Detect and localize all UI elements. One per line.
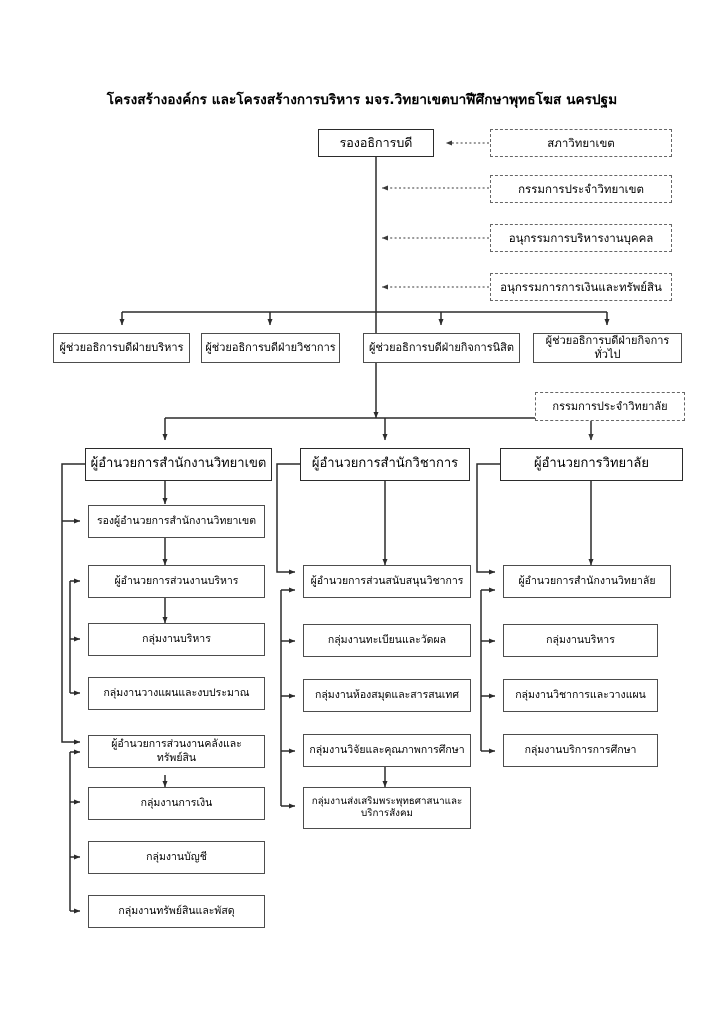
node-asst-vice-rector-student-affairs[interactable]: ผู้ช่วยอธิการบดีฝ่ายกิจการนิสิต xyxy=(363,333,520,363)
node-asst-vice-rector-general-affairs[interactable]: ผู้ช่วยอธิการบดีฝ่ายกิจการทั่วไป xyxy=(533,333,682,363)
node-director-treasury-property-division[interactable]: ผู้อำนวยการส่วนงานคลังและทรัพย์สิน xyxy=(88,735,265,768)
node-label-line-1: กลุ่มงานส่งเสริมพระพุทธศาสนาและ xyxy=(311,795,463,807)
node-label: กลุ่มงานบริหาร xyxy=(546,633,615,646)
node-group-college-admin[interactable]: กลุ่มงานบริหาร xyxy=(503,624,658,657)
node-label: กลุ่มงานบริหาร xyxy=(142,632,211,645)
node-label: กลุ่มงานวิจัยและคุณภาพการศึกษา xyxy=(309,743,465,756)
node-campus-committee[interactable]: กรรมการประจำวิทยาเขต xyxy=(490,175,672,203)
node-label: กลุ่มงานวางแผนและงบประมาณ xyxy=(103,686,250,699)
node-label: สภาวิทยาเขต xyxy=(547,135,615,150)
node-label: ผู้อำนวยการสำนักงานวิทยาเขต xyxy=(90,456,267,472)
node-label: กลุ่มงานทะเบียนและวัดผล xyxy=(327,633,447,646)
node-label-line-2: บริการสังคม xyxy=(361,808,413,819)
node-director-admin-division[interactable]: ผู้อำนวยการส่วนงานบริหาร xyxy=(88,565,265,598)
node-group-registration-assessment[interactable]: กลุ่มงานทะเบียนและวัดผล xyxy=(303,624,471,657)
node-group-accounting[interactable]: กลุ่มงานบัญชี xyxy=(88,841,265,874)
node-group-library-information[interactable]: กลุ่มงานห้องสมุดและสารสนเทศ xyxy=(303,679,471,712)
node-label: ผู้ช่วยอธิการบดีฝ่ายกิจการนิสิต xyxy=(368,341,515,355)
node-group-admin[interactable]: กลุ่มงานบริหาร xyxy=(88,623,265,656)
node-label: กลุ่มงานทรัพย์สินและพัสดุ xyxy=(118,904,235,917)
node-asst-vice-rector-admin[interactable]: ผู้ช่วยอธิการบดีฝ่ายบริหาร xyxy=(53,333,190,363)
node-label: ผู้ช่วยอธิการบดีฝ่ายวิชาการ xyxy=(205,341,336,355)
node-finance-subcommittee[interactable]: อนุกรรมการการเงินและทรัพย์สิน xyxy=(490,273,672,301)
node-label: กลุ่มงานการเงิน xyxy=(140,796,213,809)
node-label: ผู้ช่วยอธิการบดีฝ่ายกิจการทั่วไป xyxy=(545,334,670,361)
node-director-college[interactable]: ผู้อำนวยการวิทยาลัย xyxy=(500,448,683,481)
node-personnel-subcommittee[interactable]: อนุกรรมการบริหารงานบุคคล xyxy=(490,224,672,252)
node-label: กลุ่มงานบัญชี xyxy=(146,850,207,863)
node-label: กลุ่มงานห้องสมุดและสารสนเทศ xyxy=(315,688,459,701)
node-group-property-supply[interactable]: กลุ่มงานทรัพย์สินและพัสดุ xyxy=(88,895,265,928)
node-label: อนุกรรมการการเงินและทรัพย์สิน xyxy=(500,279,662,294)
node-label: ผู้อำนวยการส่วนงานบริหาร xyxy=(114,574,239,587)
page-title: โครงสร้างองค์กร และโครงสร้างการบริหาร มจ… xyxy=(106,92,618,108)
node-deputy-director-campus-office[interactable]: รองผู้อำนวยการสำนักงานวิทยาเขต xyxy=(88,505,265,538)
node-label: ผู้อำนวยการสำนักวิชาการ xyxy=(311,456,459,472)
node-director-campus-office[interactable]: ผู้อำนวยการสำนักงานวิทยาเขต xyxy=(85,448,272,481)
node-label: ผู้อำนวยการวิทยาลัย xyxy=(533,456,650,472)
node-vice-rector[interactable]: รองอธิการบดี xyxy=(318,129,434,157)
node-label: รองผู้อำนวยการสำนักงานวิทยาเขต xyxy=(96,514,257,527)
node-college-committee[interactable]: กรรมการประจำวิทยาลัย xyxy=(535,392,685,421)
node-director-academic-support-division[interactable]: ผู้อำนวยการส่วนสนับสนุนวิชาการ xyxy=(303,565,471,598)
node-group-buddhism-promotion-social-service[interactable]: กลุ่มงานส่งเสริมพระพุทธศาสนาและ บริการสั… xyxy=(303,787,471,829)
node-group-college-education-service[interactable]: กลุ่มงานบริการการศึกษา xyxy=(503,734,658,767)
node-campus-council[interactable]: สภาวิทยาเขต xyxy=(490,129,672,157)
node-asst-vice-rector-academic[interactable]: ผู้ช่วยอธิการบดีฝ่ายวิชาการ xyxy=(201,333,340,363)
node-label: ผู้ช่วยอธิการบดีฝ่ายบริหาร xyxy=(59,341,184,355)
node-group-planning-budget[interactable]: กลุ่มงานวางแผนและงบประมาณ xyxy=(88,677,265,710)
node-label: กรรมการประจำวิทยาลัย xyxy=(552,399,668,413)
node-label: อนุกรรมการบริหารงานบุคคล xyxy=(508,230,654,245)
node-label: ผู้อำนวยการส่วนสนับสนุนวิชาการ xyxy=(310,574,464,587)
node-label: รองอธิการบดี xyxy=(339,135,413,151)
node-group-college-academic-planning[interactable]: กลุ่มงานวิชาการและวางแผน xyxy=(503,679,658,712)
node-label: กลุ่มงานวิชาการและวางแผน xyxy=(515,688,646,701)
node-label: กลุ่มงานบริการการศึกษา xyxy=(524,743,637,756)
node-group-finance[interactable]: กลุ่มงานการเงิน xyxy=(88,787,265,820)
node-director-academic-office[interactable]: ผู้อำนวยการสำนักวิชาการ xyxy=(300,448,470,481)
node-director-college-office[interactable]: ผู้อำนวยการสำนักงานวิทยาลัย xyxy=(503,565,671,598)
node-label: ผู้อำนวยการสำนักงานวิทยาลัย xyxy=(518,574,656,587)
node-label: ผู้อำนวยการส่วนงานคลังและทรัพย์สิน xyxy=(111,738,242,764)
node-group-research-education-quality[interactable]: กลุ่มงานวิจัยและคุณภาพการศึกษา xyxy=(303,734,471,767)
node-label: กรรมการประจำวิทยาเขต xyxy=(518,181,644,196)
